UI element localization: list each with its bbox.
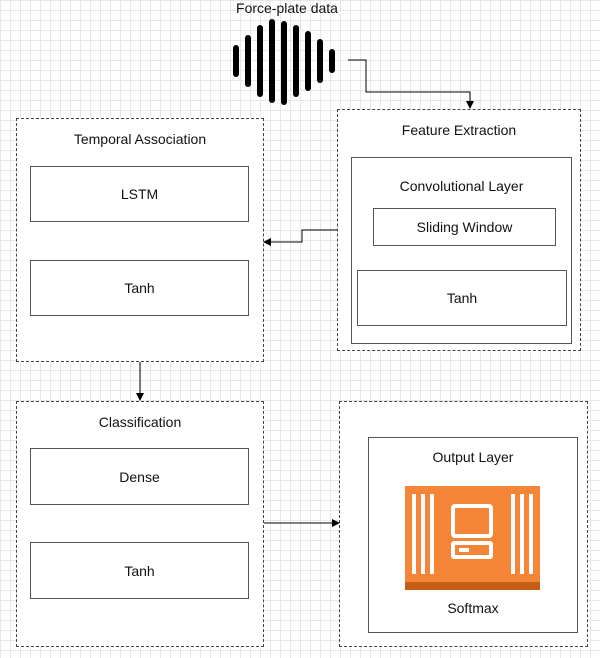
lstm-label: LSTM [120, 186, 159, 202]
temporal-tanh-box: Tanh [30, 260, 249, 316]
temporal-association-group: Temporal Association [16, 118, 264, 362]
temporal-association-title: Temporal Association [73, 131, 207, 147]
convolutional-layer-title: Convolutional Layer [399, 178, 524, 194]
classification-tanh-label: Tanh [124, 562, 155, 579]
classification-tanh-box: Tanh [30, 542, 249, 599]
sliding-window-label: Sliding Window [416, 219, 513, 235]
softmax-label: Softmax [447, 600, 499, 616]
arrow-source-to-feature [348, 59, 474, 109]
arrow-feature-to-temporal [263, 229, 337, 246]
classification-group: Classification [16, 401, 264, 647]
feature-tanh-box: Tanh [357, 270, 567, 326]
source-label: Force-plate data [236, 0, 338, 16]
feature-tanh-label: Tanh [446, 290, 478, 306]
feature-extraction-title: Feature Extraction [401, 122, 517, 138]
dense-box: Dense [30, 448, 249, 505]
lstm-box: LSTM [30, 166, 249, 222]
output-layer-title: Output Layer [432, 449, 514, 465]
waveform-icon [233, 19, 335, 105]
temporal-tanh-label: Tanh [124, 280, 155, 296]
dense-label: Dense [119, 468, 160, 485]
sliding-window-box: Sliding Window [373, 208, 556, 246]
server-icon [405, 486, 540, 590]
classification-title: Classification [98, 414, 182, 430]
